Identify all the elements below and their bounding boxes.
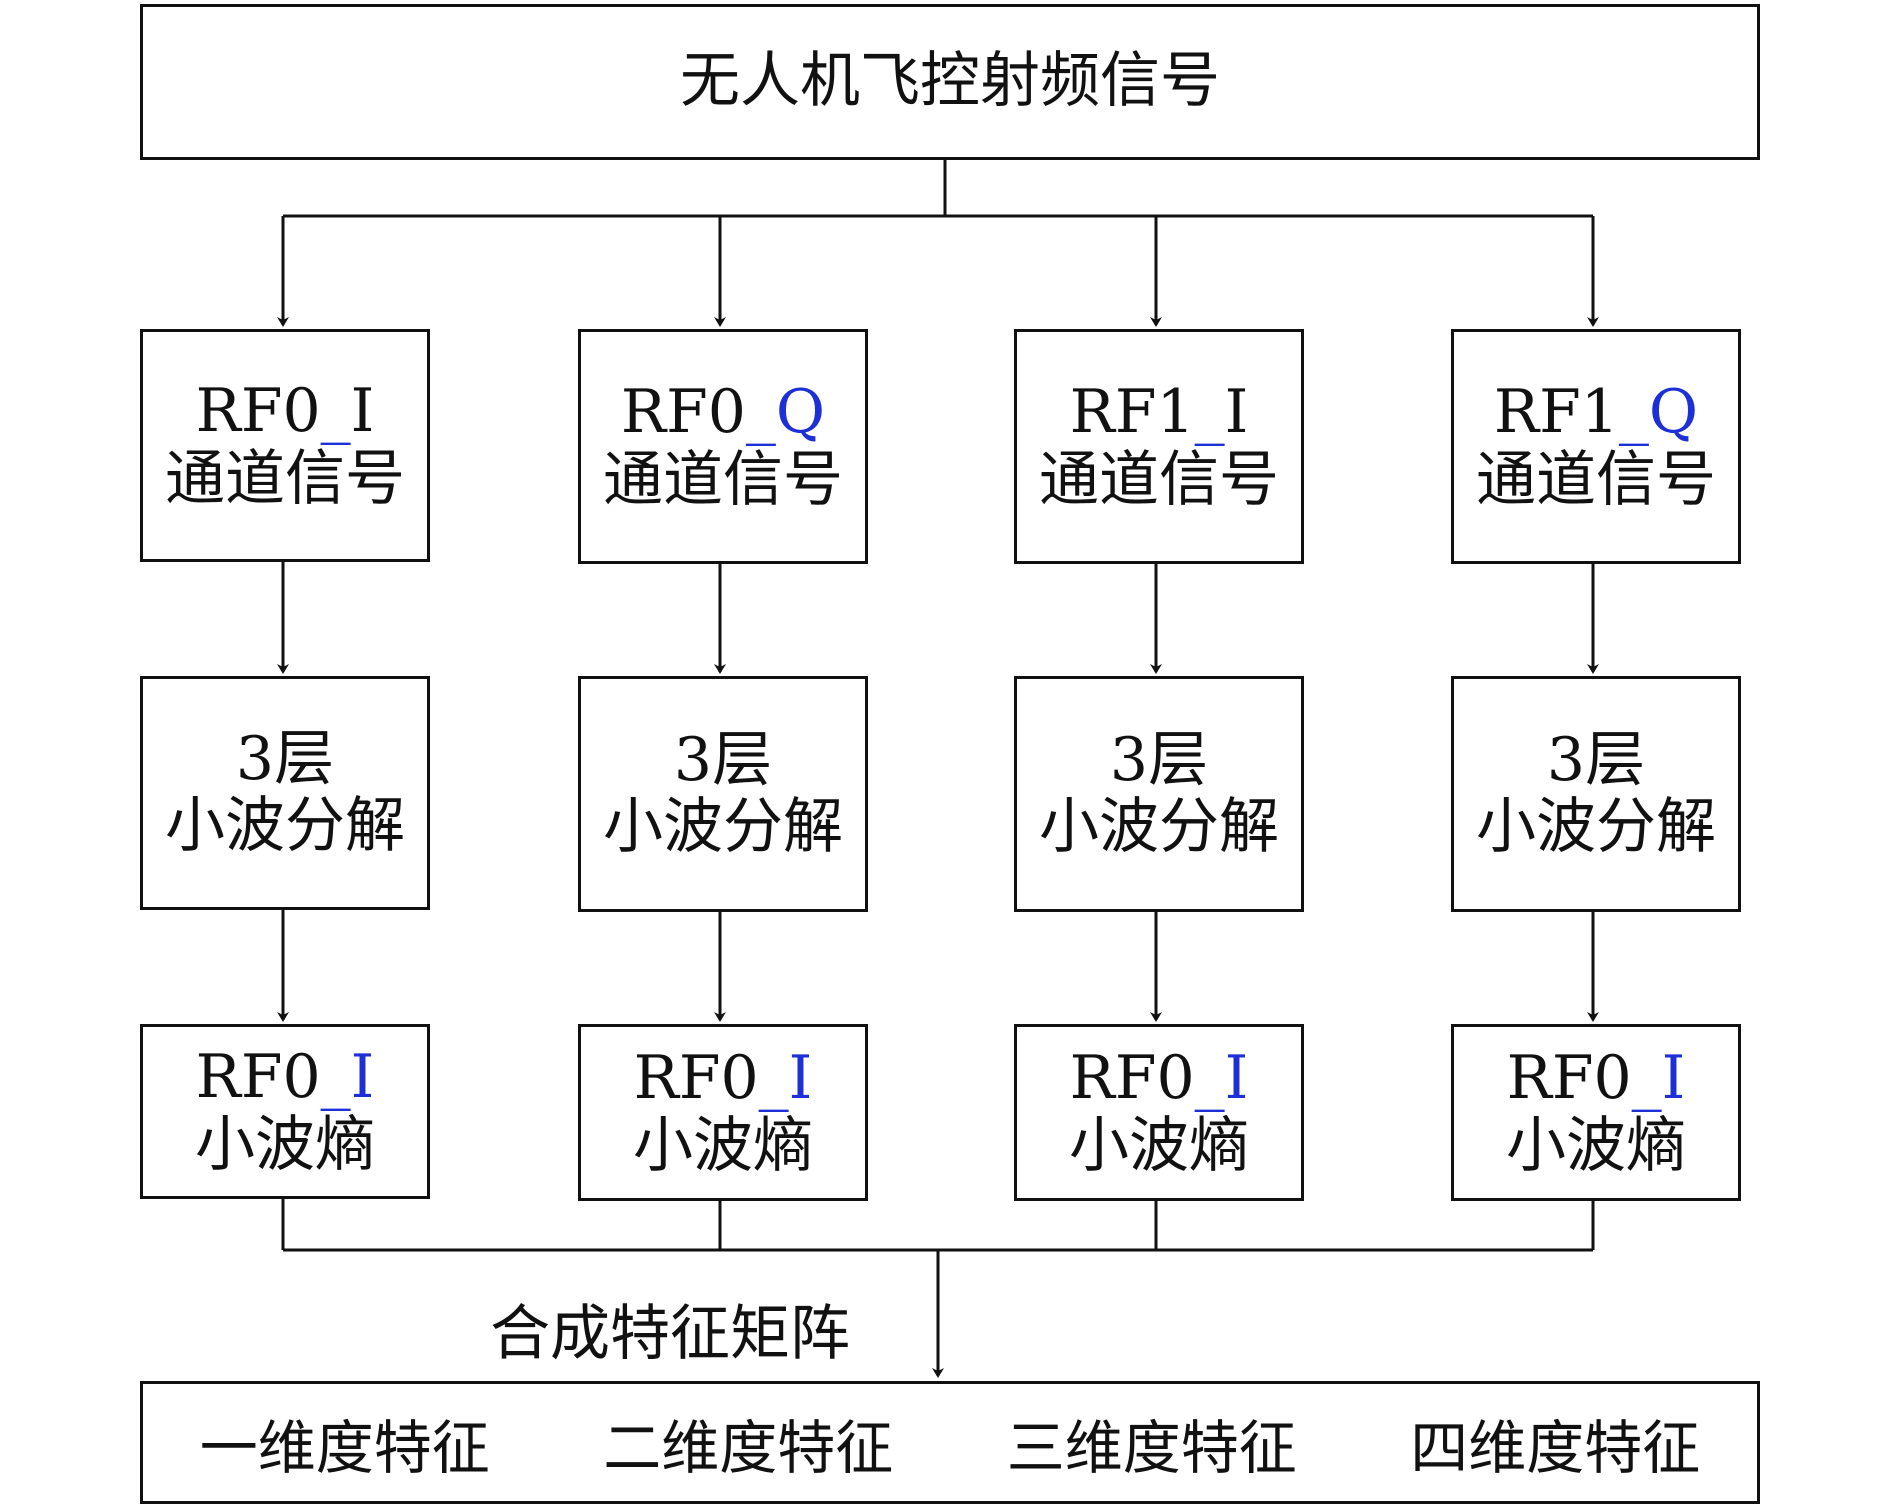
channel-name: RF1_I	[1070, 379, 1249, 446]
feature-dimension-1: 一维度特征	[199, 1413, 490, 1482]
entropy-separator: _	[1194, 1043, 1225, 1114]
entropy-channel-name: RF0_I	[1070, 1045, 1249, 1112]
decomposition-level: 3层	[235, 723, 335, 794]
decomposition-box-1: 3层 小波分解	[140, 676, 430, 910]
source-signal-title: 无人机飞控射频信号	[680, 46, 1220, 117]
entropy-box-1: RF0_I 小波熵	[140, 1024, 430, 1199]
decomposition-box-4: 3层 小波分解	[1451, 676, 1741, 912]
entropy-box-2: RF0_I 小波熵	[578, 1024, 868, 1201]
entropy-label: 小波熵	[1506, 1110, 1686, 1181]
entropy-prefix: RF0	[1506, 1043, 1632, 1114]
decomposition-label: 小波分解	[1039, 792, 1279, 862]
channel-name: RF0_Q	[621, 379, 825, 446]
entropy-label: 小波熵	[633, 1110, 813, 1181]
feature-dimension-2: 二维度特征	[603, 1413, 894, 1482]
entropy-prefix: RF0	[633, 1043, 759, 1114]
decomposition-level: 3层	[673, 724, 773, 795]
entropy-channel-name: RF0_I	[196, 1044, 375, 1111]
entropy-suffix: I	[1661, 1043, 1686, 1114]
channel-separator: _	[320, 376, 351, 447]
channel-prefix: RF0	[195, 376, 321, 447]
entropy-prefix: RF0	[195, 1042, 321, 1113]
channel-signal-box-2: RF0_Q 通道信号	[578, 329, 868, 564]
channel-signal-box-3: RF1_I 通道信号	[1014, 329, 1304, 564]
entropy-separator: _	[758, 1043, 789, 1114]
channel-suffix: I	[1224, 377, 1249, 448]
feature-matrix-box: 一维度特征 二维度特征 三维度特征 四维度特征	[140, 1381, 1760, 1504]
entropy-channel-name: RF0_I	[634, 1045, 813, 1112]
channel-suffix: Q	[1648, 377, 1699, 448]
channel-name: RF0_I	[196, 378, 375, 445]
decomposition-label: 小波分解	[603, 792, 843, 862]
entropy-suffix: I	[788, 1043, 813, 1114]
channel-separator: _	[1618, 377, 1649, 448]
feature-dimension-4: 四维度特征	[1410, 1413, 1701, 1482]
channel-signal-box-1: RF0_I 通道信号	[140, 329, 430, 562]
decomposition-level: 3层	[1546, 724, 1646, 795]
channel-signal-label: 通道信号	[1476, 444, 1716, 515]
channel-separator: _	[1194, 377, 1225, 448]
channel-separator: _	[745, 377, 776, 448]
channel-prefix: RF1	[1069, 377, 1195, 448]
channel-signal-label: 通道信号	[603, 444, 843, 515]
channel-prefix: RF1	[1493, 377, 1619, 448]
entropy-label: 小波熵	[195, 1109, 375, 1180]
channel-prefix: RF0	[620, 377, 746, 448]
entropy-channel-name: RF0_I	[1507, 1045, 1686, 1112]
entropy-box-3: RF0_I 小波熵	[1014, 1024, 1304, 1201]
decomposition-box-2: 3层 小波分解	[578, 676, 868, 912]
channel-suffix: Q	[775, 377, 826, 448]
entropy-separator: _	[1631, 1043, 1662, 1114]
channel-name: RF1_Q	[1494, 379, 1698, 446]
entropy-suffix: I	[1224, 1043, 1249, 1114]
entropy-separator: _	[320, 1042, 351, 1113]
decomposition-label: 小波分解	[165, 791, 405, 861]
channel-signal-label: 通道信号	[165, 443, 405, 514]
channel-signal-box-4: RF1_Q 通道信号	[1451, 329, 1741, 564]
decomposition-level: 3层	[1109, 724, 1209, 795]
merge-label: 合成特征矩阵	[490, 1299, 850, 1369]
feature-dimension-3: 三维度特征	[1006, 1413, 1297, 1482]
entropy-suffix: I	[350, 1042, 375, 1113]
decomposition-label: 小波分解	[1476, 792, 1716, 862]
entropy-box-4: RF0_I 小波熵	[1451, 1024, 1741, 1201]
channel-signal-label: 通道信号	[1039, 444, 1279, 515]
entropy-label: 小波熵	[1069, 1110, 1249, 1181]
entropy-prefix: RF0	[1069, 1043, 1195, 1114]
source-signal-box: 无人机飞控射频信号	[140, 4, 1760, 160]
channel-suffix: I	[350, 376, 375, 447]
decomposition-box-3: 3层 小波分解	[1014, 676, 1304, 912]
